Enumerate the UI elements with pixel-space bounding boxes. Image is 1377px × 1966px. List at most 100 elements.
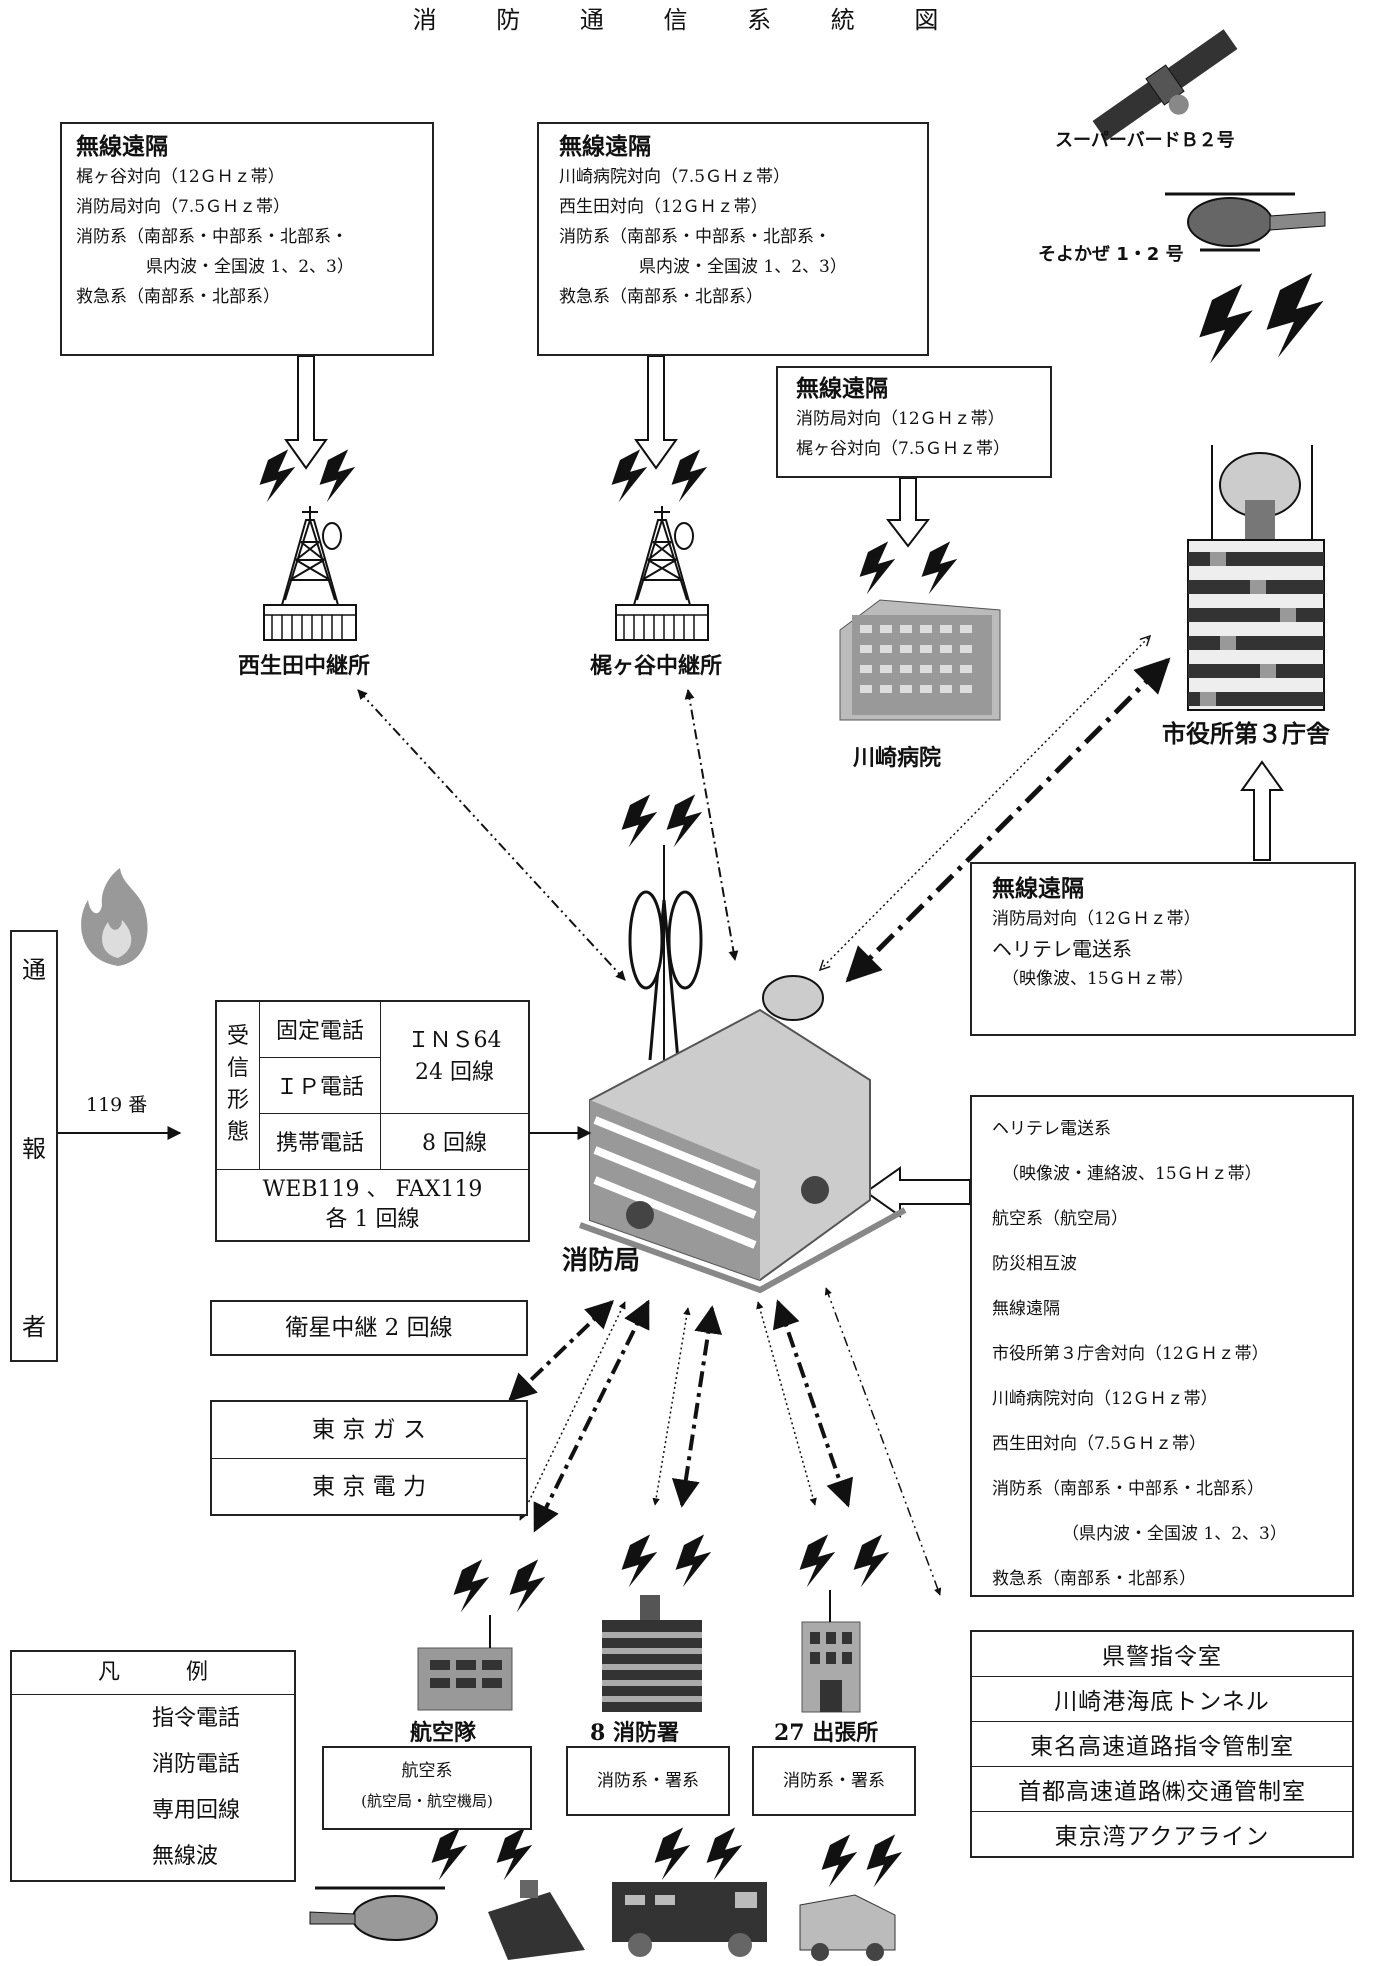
air-unit-building-icon	[417, 1615, 513, 1711]
nishiikuta-remote-box: 無線遠隔 梶ヶ谷対向（12ＧＨｚ帯） 消防局対向（7.5ＧＨｚ帯） 消防系（南部…	[60, 122, 434, 356]
agency-cell: 東京湾アクアライン	[970, 1811, 1354, 1858]
branch27-box: 消防系・署系	[752, 1746, 916, 1816]
box-line: 救急系（南部系・北部系）	[76, 287, 280, 307]
caller-char: 者	[22, 1313, 46, 1341]
external-agencies-table: 県警指令室 川崎港海底トンネル 東名高速道路指令管制室 首都高速道路㈱交通管制室…	[970, 1630, 1354, 1858]
type-char: 受	[226, 1024, 249, 1050]
box-line: （映像波・連絡波、15ＧＨｚ帯）	[1002, 1164, 1262, 1184]
tokyo-electric-cell: 東 京 電 力	[312, 1474, 426, 1500]
satellite-label: スーパーバードＢ２号	[1055, 130, 1235, 151]
caller-char: 報	[22, 1134, 46, 1163]
box-heading: 無線遠隔	[992, 876, 1084, 902]
box-heading: 無線遠隔	[76, 134, 168, 160]
box-line: 消防系（南部系・中部系・北部系）	[992, 1479, 1264, 1499]
kajigaya-remote-box: 無線遠隔 川崎病院対向（7.5ＧＨｚ帯） 西生田対向（12ＧＨｚ帯） 消防系（南…	[537, 122, 929, 356]
fire-hq-building-icon	[578, 845, 907, 1294]
mobile-lines-cell: 8 回線	[380, 1112, 530, 1170]
box-line: 消防局対向（7.5ＧＨｚ帯）	[76, 197, 291, 217]
hollow-arrow-hq-systems	[864, 1166, 971, 1218]
legend-fire-phone: 消防電話	[152, 1752, 241, 1777]
fire-icon	[81, 868, 148, 966]
hollow-arrow-hospital	[885, 477, 931, 548]
station8-box: 消防系・署系	[566, 1746, 730, 1816]
ship-icon	[488, 1880, 585, 1960]
ins-line: ＩＮＳ64	[407, 1028, 502, 1054]
air-unit-line: 航空系	[401, 1761, 453, 1781]
hospital-label: 川崎病院	[853, 746, 942, 771]
box-heading: 無線遠隔	[796, 376, 888, 402]
box-line: 消防系（南部系・中部系・北部系・	[559, 227, 831, 247]
box-line: 消防局対向（12ＧＨｚ帯）	[796, 409, 1005, 429]
box-line: 救急系（南部系・北部系）	[559, 287, 763, 307]
type-char: 態	[226, 1120, 249, 1146]
web-fax-cell: WEB119 、 FAX119 各 1 回線	[215, 1168, 530, 1242]
box-line: 消防系（南部系・中部系・北部系・	[76, 227, 348, 247]
air-unit-line: (航空局・航空機局)	[361, 1792, 493, 1810]
legend-labels: 指令電話 消防電話 専用回線 無線波	[152, 1696, 240, 1880]
type-char: 信	[226, 1056, 249, 1082]
caller-box: 通 報 者	[10, 930, 58, 1362]
satellite-relay-box: 衛星中継 2 回線	[210, 1300, 528, 1356]
hospital-remote-box: 無線遠隔 消防局対向（12ＧＨｚ帯） 梶ヶ谷対向（7.5ＧＨｚ帯）	[776, 366, 1052, 478]
bottom-helicopter-icon	[309, 1886, 445, 1941]
kajigaya-tower-icon	[615, 505, 709, 641]
box-line: 防災相互波	[992, 1254, 1077, 1274]
legend-box: 凡 例 指令電話 消防電話 専用回線 無線波	[10, 1650, 296, 1882]
mobile-phone-cell: 携帯電話	[259, 1112, 381, 1170]
cityhall-remote-box: 無線遠隔 消防局対向（12ＧＨｚ帯） ヘリテレ電送系 （映像波、15ＧＨｚ帯）	[970, 862, 1356, 1036]
utilities-box: 東 京 ガ ス 東 京 電 力	[210, 1400, 528, 1516]
kajigaya-label: 梶ヶ谷中継所	[590, 654, 723, 679]
web-line: 各 1 回線	[325, 1206, 420, 1232]
box-line: 県内波・全国波 1、2、3）	[146, 257, 354, 277]
box-line: 消防局対向（12ＧＨｚ帯）	[992, 909, 1201, 929]
legend-radio-wave: 無線波	[152, 1844, 219, 1869]
box-heading: 無線遠隔	[559, 134, 651, 160]
reception-table: 受 信 形 態 固定電話 ＩＮＳ64 24 回線 ＩＰ電話 携帯電話 8 回線 …	[215, 1000, 530, 1242]
box-line: 県内波・全国波 1、2、3）	[639, 257, 847, 277]
box-line: 市役所第３庁舎対向（12ＧＨｚ帯）	[992, 1344, 1269, 1364]
branch27-label: 27 出張所	[774, 1720, 879, 1746]
hollow-arrow-kajigaya	[634, 355, 678, 470]
helicopter-label: そよかぜ 1・2 号	[1038, 244, 1184, 265]
legend-dedicated-line: 専用回線	[152, 1798, 241, 1823]
box-line: （映像波、15ＧＨｚ帯）	[1002, 969, 1194, 989]
box-line: 梶ヶ谷対向（7.5ＧＨｚ帯）	[796, 439, 1011, 459]
ambulance-icon	[799, 1894, 896, 1961]
box-line: 無線遠隔	[992, 1299, 1060, 1319]
hollow-arrow-cityhall	[1240, 760, 1284, 861]
branch27-building-icon	[801, 1590, 861, 1713]
ip-phone-cell: ＩＰ電話	[259, 1056, 381, 1114]
box-line: 航空系（航空局）	[992, 1209, 1128, 1229]
tokyo-gas-cell: 東 京 ガ ス	[212, 1402, 526, 1459]
box-line: 西生田対向（12ＧＨｚ帯）	[559, 197, 768, 217]
box-line: 川崎病院対向（12ＧＨｚ帯）	[992, 1389, 1218, 1409]
web-line: WEB119 、 FAX119	[262, 1176, 483, 1202]
reception-type-cell: 受 信 形 態	[215, 1000, 260, 1170]
cityhall-building-icon	[1187, 445, 1325, 711]
box-line: （県内波・全国波 1、2、3）	[1062, 1524, 1287, 1544]
ins-cell: ＩＮＳ64 24 回線	[380, 1000, 530, 1114]
nishiikuta-label: 西生田中継所	[238, 654, 371, 679]
hq-systems-box: ヘリテレ電送系 （映像波・連絡波、15ＧＨｚ帯） 航空系（航空局） 防災相互波 …	[970, 1095, 1354, 1597]
box-line: ヘリテレ電送系	[992, 1119, 1111, 1139]
type-char: 形	[226, 1088, 249, 1114]
nishiikuta-tower-icon	[263, 505, 357, 641]
box-line: 梶ヶ谷対向（12ＧＨｚ帯）	[76, 167, 285, 187]
air-unit-box: 航空系 (航空局・航空機局)	[322, 1746, 532, 1830]
cityhall-label: 市役所第３庁舎	[1162, 720, 1330, 748]
box-line: 西生田対向（7.5ＧＨｚ帯）	[992, 1434, 1207, 1454]
box-line: 救急系（南部系・北部系）	[992, 1569, 1196, 1589]
station8-label: 8 消防署	[590, 1720, 679, 1746]
hollow-arrow-nishiikuta	[284, 355, 328, 470]
caller-char: 通	[22, 956, 46, 984]
agency-cell: 首都高速道路㈱交通管制室	[970, 1766, 1354, 1812]
agency-cell: 東名高速道路指令管制室	[970, 1721, 1354, 1767]
ins-line: 24 回線	[415, 1060, 494, 1086]
box-line: ヘリテレ電送系	[992, 937, 1132, 961]
diagram-title: 消 防 通 信 系 統 図	[412, 6, 965, 34]
legend-command-phone: 指令電話	[152, 1706, 241, 1731]
satellite-icon	[1092, 29, 1238, 141]
box-line: 川崎病院対向（7.5ＧＨｚ帯）	[559, 167, 791, 187]
fire-engine-icon	[612, 1882, 767, 1957]
